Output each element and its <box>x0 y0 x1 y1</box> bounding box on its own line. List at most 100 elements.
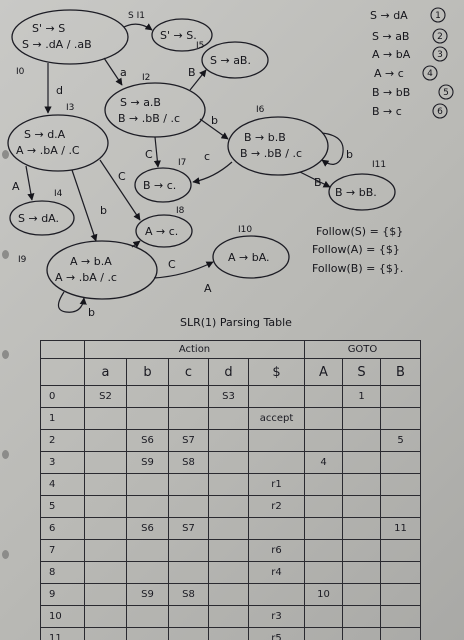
cell-dollar: r6 <box>248 539 305 562</box>
cell-d <box>208 495 249 518</box>
cell-a <box>84 495 127 518</box>
cell-b <box>126 407 169 430</box>
action-group-header: Action <box>84 340 305 359</box>
edge-i9-loop <box>57 291 87 313</box>
cell-goto-b <box>380 605 421 628</box>
cell-goto-a <box>304 429 343 452</box>
column-header-goto-b: B <box>380 358 421 386</box>
cell-a <box>84 473 127 496</box>
cell-c <box>168 407 209 430</box>
follow-s: Follow(S) = {$} <box>316 225 403 238</box>
cell-goto-s <box>342 583 381 606</box>
cell-a <box>84 517 127 540</box>
cell-c <box>168 627 209 640</box>
cell-d <box>208 407 249 430</box>
cell-b <box>126 495 169 518</box>
state-number-cell: 0 <box>40 385 85 408</box>
state-i7-label: I7 <box>178 158 186 168</box>
cell-goto-a <box>304 495 343 518</box>
state-number-cell: 1 <box>40 407 85 430</box>
cell-goto-a: 4 <box>304 451 343 474</box>
cell-b: S9 <box>126 451 169 474</box>
cell-goto-b <box>380 539 421 562</box>
cell-d: S3 <box>208 385 249 408</box>
edge-i6-loop <box>321 132 344 167</box>
cell-goto-s <box>342 517 381 540</box>
cell-dollar <box>248 385 305 408</box>
state-i9-item-2: A → .bA / .c <box>55 271 117 284</box>
edge-i2-i7 <box>153 136 161 168</box>
state-i3-ellipse <box>7 114 109 172</box>
state-i5-item-1: S → aB. <box>210 54 251 67</box>
cell-c <box>168 473 209 496</box>
cell-goto-s <box>342 561 381 584</box>
cell-goto-b: 5 <box>380 429 421 452</box>
cell-dollar: r1 <box>248 473 305 496</box>
state-i10-label: I10 <box>238 225 252 235</box>
state-i4-item-1: S → dA. <box>18 212 59 225</box>
cell-goto-s <box>342 495 381 518</box>
state-i0-ellipse <box>11 9 129 65</box>
cell-goto-b <box>380 451 421 474</box>
edge-label-loop-b-i6: b <box>346 148 353 161</box>
cell-goto-a <box>304 473 343 496</box>
cell-dollar <box>248 517 305 540</box>
cell-goto-s <box>342 451 381 474</box>
cell-goto-a: 10 <box>304 583 343 606</box>
cell-c <box>168 495 209 518</box>
cell-d <box>208 517 249 540</box>
cell-goto-a <box>304 539 343 562</box>
cell-goto-b <box>380 627 421 640</box>
cell-b <box>126 605 169 628</box>
table-corner-cell <box>40 340 85 359</box>
edge-i3-i4 <box>25 165 35 201</box>
cell-goto-a <box>304 627 343 640</box>
lr0-automaton-diagram: S' → S S → .dA / .aB S' → S. S → a.B B →… <box>7 7 454 329</box>
cell-goto-s <box>342 407 381 430</box>
cell-d <box>208 561 249 584</box>
state-number-cell: 4 <box>40 473 85 496</box>
cell-b <box>126 539 169 562</box>
cell-c: S8 <box>168 451 209 474</box>
cell-goto-b <box>380 473 421 496</box>
cell-dollar <box>248 583 305 606</box>
production-3-number: 3 <box>437 50 443 60</box>
column-header-goto-s: S <box>342 358 381 386</box>
cell-b <box>126 385 169 408</box>
cell-goto-s <box>342 473 381 496</box>
state-i6-item-2: B → .bB / .c <box>240 147 302 160</box>
cell-goto-a <box>304 605 343 628</box>
state-number-cell: 9 <box>40 583 85 606</box>
production-5-number: 5 <box>443 88 449 98</box>
follow-b: Follow(B) = {$}. <box>312 262 403 275</box>
state-i9-ellipse <box>46 240 158 300</box>
production-6: B → c <box>372 105 402 118</box>
production-4: A → c <box>374 67 404 80</box>
edge-label-b-i9: b <box>100 204 107 217</box>
edge-label-d: d <box>56 84 63 97</box>
edge-label-b-i11: B <box>314 176 322 189</box>
production-1-number-circle <box>430 7 446 23</box>
state-i11-label: I11 <box>372 160 386 170</box>
state-i5-label: I5 <box>196 41 204 51</box>
cell-goto-b <box>380 495 421 518</box>
state-i3-item-2: A → .bA / .C <box>16 144 80 157</box>
state-i1-item-1: S' → S. <box>160 29 197 42</box>
state-i10-item-1: A → bA. <box>228 251 270 264</box>
cell-goto-b <box>380 385 421 408</box>
state-i6-label: I6 <box>256 105 265 115</box>
state-i0-item-1: S' → S <box>32 22 65 35</box>
state-i8-label: I8 <box>176 206 185 216</box>
state-i9-item-1: A → b.A <box>70 255 112 268</box>
cell-goto-s: 1 <box>342 385 381 408</box>
edge-i3-i8 <box>99 159 141 221</box>
cell-c <box>168 605 209 628</box>
